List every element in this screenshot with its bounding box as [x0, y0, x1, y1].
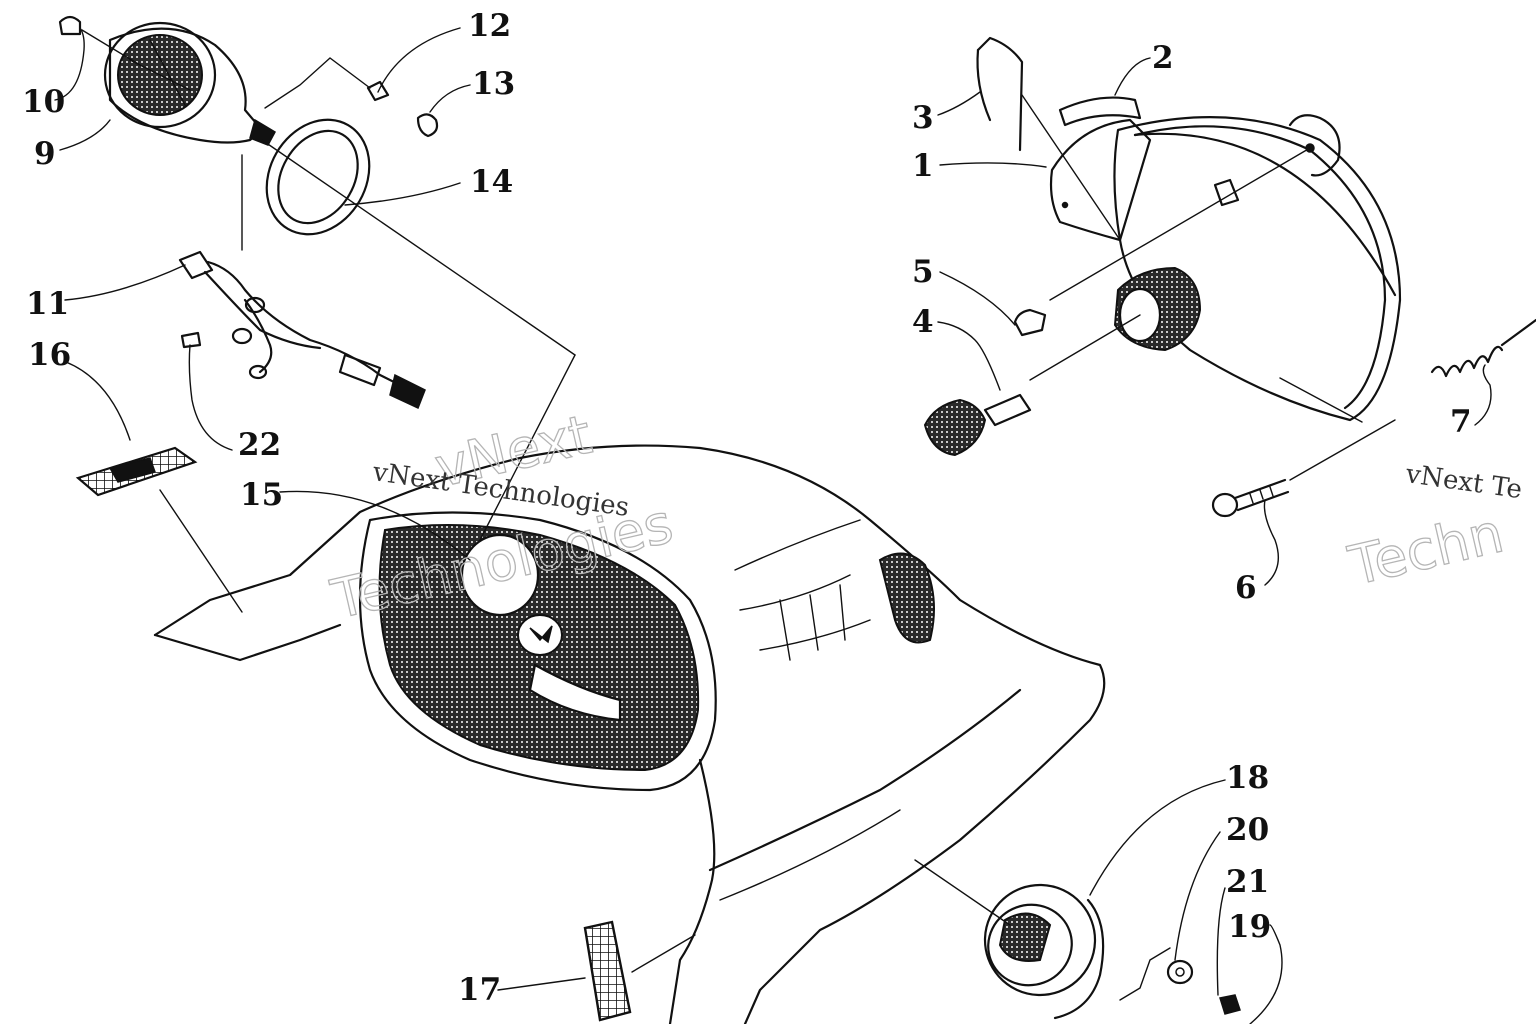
callout-21: 21: [1226, 864, 1269, 900]
screw-12: [366, 80, 390, 102]
clip-13: [416, 113, 439, 138]
callout-1: 1: [912, 148, 934, 184]
wire-harness: [178, 250, 426, 410]
callout-19: 19: [1228, 909, 1271, 945]
callout-5: 5: [912, 254, 934, 290]
callout-6: 6: [1235, 570, 1257, 606]
nut-21: [1219, 994, 1241, 1015]
callout-16: 16: [28, 337, 71, 373]
watermark-right-plain: vNext Te: [1403, 459, 1524, 505]
gauge-ring: [265, 118, 371, 236]
callout-7: 7: [1450, 404, 1472, 440]
callout-14: 14: [470, 164, 513, 200]
switch-housing-18: [983, 883, 1105, 1020]
callout-13: 13: [472, 66, 515, 102]
headlight-lens-1: [1049, 118, 1152, 242]
callout-17: 17: [458, 972, 501, 1008]
gauge-bulb: [58, 15, 82, 36]
callout-4: 4: [912, 304, 934, 340]
callout-22: 22: [238, 427, 281, 463]
spring-7: [1430, 318, 1536, 378]
callout-9: 9: [34, 136, 56, 172]
headlight-housing: [1113, 114, 1402, 422]
decal-16: [75, 446, 198, 497]
callout-15: 15: [240, 477, 283, 513]
grille-17: [583, 920, 632, 1022]
watermark-right: vNext Te Techn: [1342, 459, 1524, 598]
callout-12: 12: [468, 8, 511, 44]
trim-2: [1058, 96, 1142, 127]
callout-20: 20: [1226, 812, 1269, 848]
watermark-right-outline: Techn: [1343, 501, 1509, 598]
bulb-socket-4: [923, 393, 1032, 457]
callout-11: 11: [26, 286, 69, 322]
speedometer-gauge: [103, 21, 276, 146]
callout-3: 3: [912, 100, 934, 136]
adjust-screw-6: [1211, 478, 1290, 518]
hood-panel: [153, 444, 1106, 1024]
bulb-5: [1013, 308, 1047, 337]
callout-18: 18: [1226, 760, 1269, 796]
callout-10: 10: [22, 84, 65, 120]
callout-2: 2: [1152, 40, 1174, 76]
spring-clip-3: [976, 36, 1024, 152]
washer-20: [1166, 959, 1194, 985]
